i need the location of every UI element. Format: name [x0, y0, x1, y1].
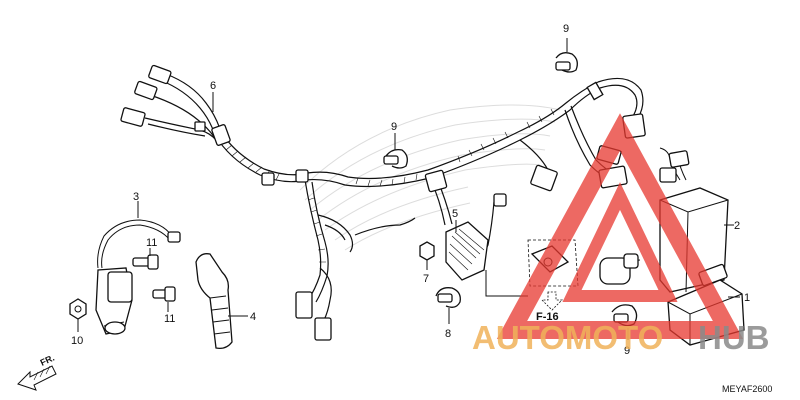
grommet — [419, 241, 435, 261]
callout-11-lower: 11 — [164, 313, 175, 325]
callout-5: 5 — [452, 208, 458, 220]
spark-plug-cap — [195, 253, 233, 350]
leader-lines — [77, 38, 740, 340]
bolt-lower — [152, 286, 176, 302]
watermark-triangle-logo — [496, 113, 744, 339]
callout-1: 1 — [744, 292, 750, 304]
ignition-coil — [95, 219, 181, 335]
front-direction-arrow: FR. — [17, 353, 57, 391]
wire-clip-9-mid — [383, 148, 408, 169]
regulator-rectifier — [445, 221, 489, 281]
diagram-code: MEYAF2600 — [722, 384, 772, 394]
callout-8: 8 — [445, 328, 451, 340]
part-callouts: 1 2 3 4 5 6 7 8 9 9 9 10 11 11 — [71, 23, 750, 357]
callout-3: 3 — [133, 191, 139, 203]
callout-11-upper: 11 — [146, 237, 157, 249]
callout-7: 7 — [423, 273, 429, 285]
bolt-upper — [132, 254, 159, 270]
nut — [69, 298, 87, 320]
callout-4: 4 — [250, 311, 256, 323]
callout-9-top: 9 — [563, 23, 569, 35]
automotohub-watermark: AUTOMOTO HUB — [472, 113, 770, 356]
wire-clip-8 — [435, 287, 461, 308]
front-label: FR. — [39, 353, 56, 368]
callout-9-mid: 9 — [391, 121, 397, 133]
cdi-unit — [599, 147, 729, 293]
callout-6: 6 — [210, 80, 216, 92]
watermark-text-orange: AUTOMOTO — [472, 319, 663, 356]
watermark-text-gray: HUB — [698, 319, 770, 356]
wire-clip-9-bottom — [611, 304, 638, 327]
callout-9-bottom: 9 — [624, 345, 630, 357]
callout-10: 10 — [71, 335, 83, 347]
main-wire-harness — [120, 64, 646, 341]
callout-2: 2 — [734, 220, 740, 232]
section-reference: F-16 — [536, 311, 559, 323]
wire-clip-9-top — [555, 52, 578, 73]
